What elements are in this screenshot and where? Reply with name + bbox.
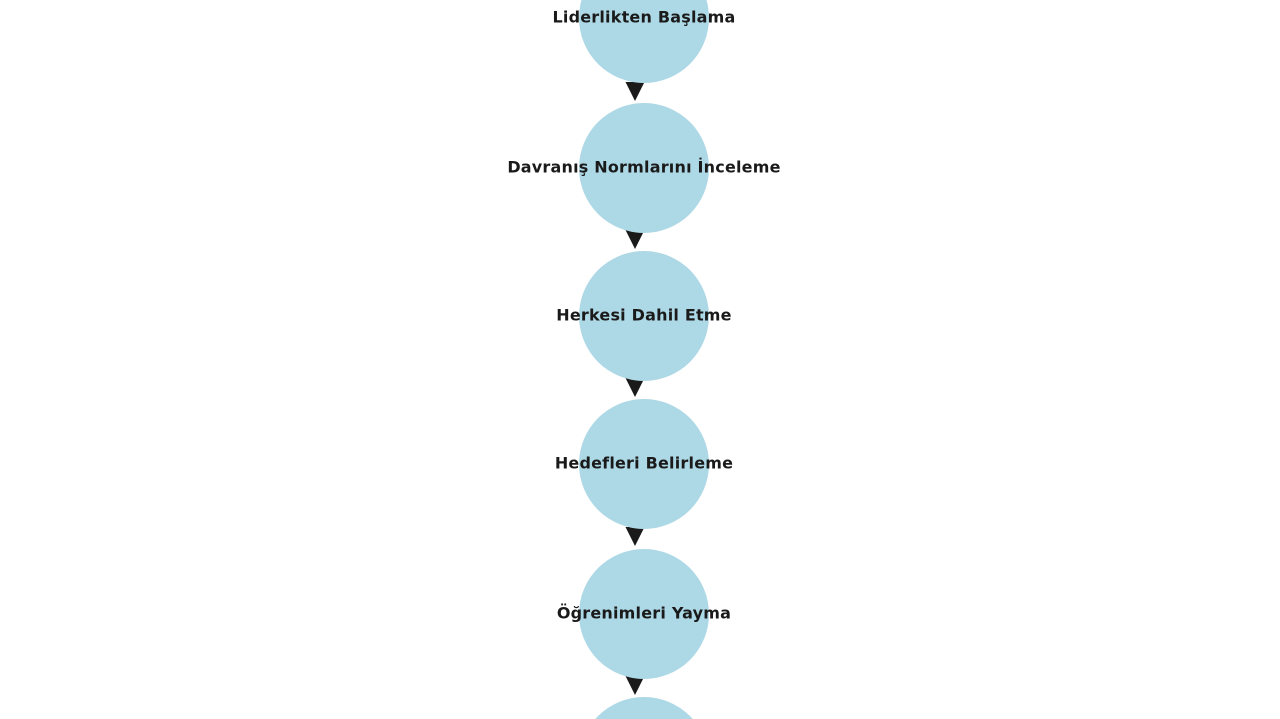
flow-edge-arrow-e3 <box>625 378 645 397</box>
flow-node-n3[interactable] <box>579 251 709 381</box>
flow-node-label-n1: Liderlikten Başlama <box>552 8 735 27</box>
flow-edge-arrow-e5 <box>625 676 645 695</box>
flow-node-label-n5: Öğrenimleri Yayma <box>557 604 731 623</box>
flow-node-label-n4: Hedefleri Belirleme <box>555 454 733 473</box>
flow-node-n4[interactable] <box>579 399 709 529</box>
nodes-layer <box>579 0 709 719</box>
flow-node-n1[interactable] <box>579 0 709 83</box>
flow-node-n5[interactable] <box>579 549 709 679</box>
flow-edge-arrow-e1 <box>625 82 645 101</box>
flow-node-n2[interactable] <box>579 103 709 233</box>
flow-node-n6[interactable] <box>579 697 709 719</box>
flow-node-label-n3: Herkesi Dahil Etme <box>556 306 731 325</box>
flow-edge-arrow-e4 <box>625 527 645 546</box>
flow-node-label-n2: Davranış Normlarını İnceleme <box>507 158 780 177</box>
edges-layer <box>625 82 645 695</box>
flow-edge-arrow-e2 <box>625 230 645 249</box>
